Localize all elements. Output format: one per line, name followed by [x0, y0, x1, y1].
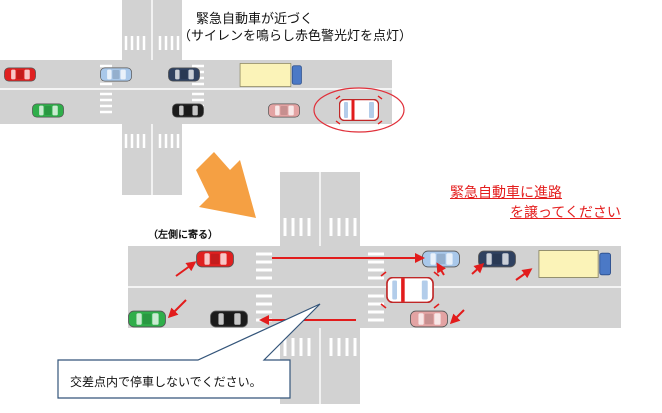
arrow-blue-car-pullover [436, 262, 446, 276]
car-navy-bottom [478, 250, 516, 268]
arrow-navy-car-pullover [471, 262, 485, 275]
car-black-bottom [210, 310, 248, 328]
car-green-top [32, 103, 64, 118]
arrow-red-car-pullover [175, 261, 197, 277]
car-black-top [172, 103, 204, 118]
callout-text: 交差点内で停車しないでください。 [70, 375, 262, 389]
car-pink-bottom [410, 310, 448, 328]
siren-rays-bottom [380, 271, 440, 309]
truck-top [239, 63, 302, 87]
car-red-top [4, 67, 36, 82]
keep-left-note: （左側に寄る） [148, 230, 218, 241]
car-red-bottom [196, 250, 234, 268]
car-blue-top [100, 67, 132, 82]
movement-arrows [167, 253, 533, 325]
title-line-2: （サイレンを鳴らし赤色警光灯を点灯） [178, 29, 413, 44]
car-navy-top [168, 67, 200, 82]
ambulance-bottom [385, 277, 435, 303]
arrow-truck-pullover [515, 268, 533, 281]
ambulance-top [339, 99, 379, 121]
transition-arrow [196, 152, 256, 218]
siren-rays-top [335, 95, 383, 125]
car-blue-bottom [422, 250, 460, 268]
ambulance-highlight-ring [313, 87, 405, 133]
yield-instruction-line-2: を譲ってください [510, 205, 621, 221]
arrow-green-car-pullover [167, 299, 187, 319]
yield-instruction-line-1: 緊急自動車に進路 [450, 185, 562, 201]
title-line-1: 緊急自動車が近づく [196, 12, 314, 27]
car-green-bottom [128, 310, 166, 328]
car-pink-top [268, 103, 300, 118]
callout-box [57, 303, 321, 399]
arrow-pink-car-pullover [449, 309, 465, 325]
truck-bottom [538, 250, 612, 278]
